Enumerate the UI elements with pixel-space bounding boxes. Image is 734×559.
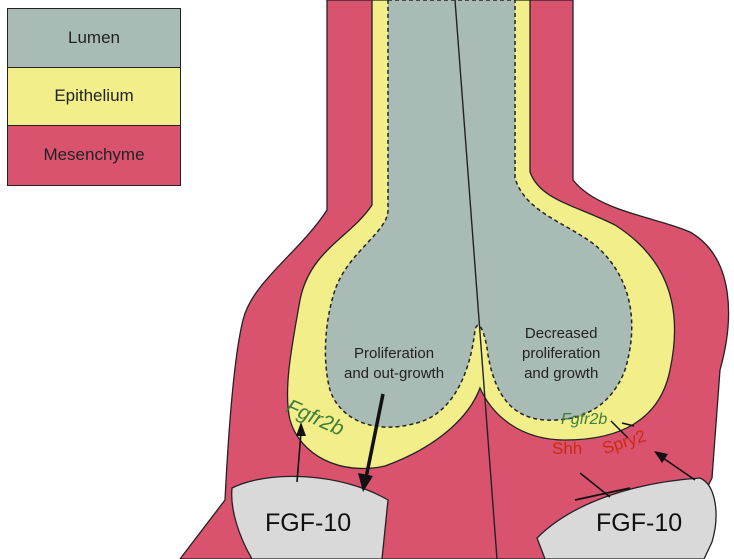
left-region-label: Proliferation and out-growth bbox=[344, 344, 444, 384]
legend: Lumen Epithelium Mesenchyme bbox=[7, 8, 181, 186]
fgfr2b-label-right: Fgfr2b bbox=[561, 411, 607, 429]
legend-item-lumen: Lumen bbox=[8, 9, 180, 68]
fgf10-label-left: FGF-10 bbox=[265, 509, 351, 538]
right-region-label: Decreased proliferation and growth bbox=[522, 324, 600, 384]
shh-label: Shh bbox=[552, 439, 582, 459]
legend-item-epithelium: Epithelium bbox=[8, 68, 180, 127]
fgf10-label-right: FGF-10 bbox=[596, 509, 682, 538]
legend-item-mesenchyme: Mesenchyme bbox=[8, 126, 180, 185]
